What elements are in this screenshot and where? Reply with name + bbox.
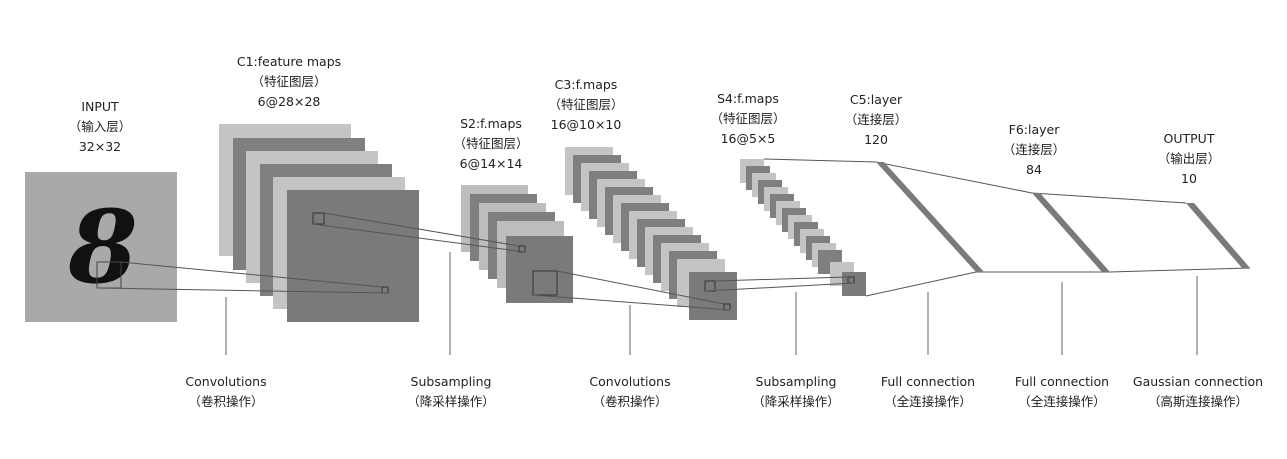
conn-line <box>714 276 849 282</box>
conn-line <box>1109 267 1251 273</box>
layer-label-f6: F6:layer （连接层） 84 <box>984 120 1084 180</box>
operation-name: Subsampling <box>755 374 837 389</box>
layer-label-c5: C5:layer （连接层） 120 <box>826 90 926 150</box>
conn-line <box>323 212 520 247</box>
conn-line <box>875 161 1033 194</box>
layer-label-output: OUTPUT （输出层） 10 <box>1139 129 1239 189</box>
input-digit: 8 <box>67 188 138 306</box>
operation-name: Subsampling <box>410 374 492 389</box>
operation-subtitle: （降采样操作） <box>752 394 840 409</box>
s2-receptive-box <box>532 270 558 296</box>
layer-subtitle: （特征图层） <box>251 74 327 89</box>
layer-size: 84 <box>1026 162 1042 177</box>
s2-map <box>506 236 573 303</box>
layer-subtitle: （输出层） <box>1157 151 1221 166</box>
s4-feature-maps-stack <box>740 159 866 296</box>
operation-subtitle: （全连接操作） <box>1018 394 1106 409</box>
s4-map <box>842 272 866 296</box>
layer-title: OUTPUT <box>1163 131 1215 146</box>
c1-map <box>287 190 419 322</box>
conn-line <box>704 282 855 292</box>
conn-line <box>865 271 977 297</box>
operation-name: Full connection <box>1014 374 1110 389</box>
operation-label-fc1: Full connection （全连接操作） <box>863 372 993 412</box>
layer-size: 10 <box>1181 171 1197 186</box>
operation-name: Convolutions <box>185 374 267 389</box>
layer-title: INPUT <box>81 99 119 114</box>
operation-subtitle: （卷积操作） <box>592 394 668 409</box>
layer-size: 6@14×14 <box>459 156 523 171</box>
f6-layer-bar <box>1032 193 1110 272</box>
fc-bars <box>876 162 1250 272</box>
operation-leaders <box>225 252 1198 355</box>
operation-subtitle: （卷积操作） <box>188 394 264 409</box>
operation-name: Full connection <box>880 374 976 389</box>
operation-subtitle: （高斯连接操作） <box>1147 394 1248 409</box>
layer-size: 16@10×10 <box>550 117 622 132</box>
input-image <box>25 172 177 322</box>
operation-name: Gaussian connection <box>1132 374 1264 389</box>
operation-label-conv1: Convolutions （卷积操作） <box>161 372 291 412</box>
operation-label-conv2: Convolutions （卷积操作） <box>565 372 695 412</box>
layer-subtitle: （特征图层） <box>453 136 529 151</box>
layer-label-input: INPUT （输入层） 32×32 <box>40 97 160 157</box>
layer-label-s2: S2:f.maps （特征图层） 6@14×14 <box>436 114 546 174</box>
layer-title: S4:f.maps <box>717 91 779 106</box>
layer-size: 120 <box>864 132 888 147</box>
connection-lines <box>96 158 1251 311</box>
operation-subtitle: （全连接操作） <box>884 394 972 409</box>
c3-feature-maps-stack <box>565 147 737 320</box>
conn-line <box>1031 192 1187 204</box>
operation-name: Convolutions <box>589 374 671 389</box>
layer-subtitle: （连接层） <box>1002 142 1066 157</box>
c3-map <box>689 272 737 320</box>
layer-title: C1:feature maps <box>236 54 342 69</box>
layer-title: C3:f.maps <box>554 77 618 92</box>
layer-label-c1: C1:feature maps （特征图层） 6@28×28 <box>219 52 359 112</box>
c1-feature-maps-stack <box>219 124 419 322</box>
layer-subtitle: （输入层） <box>68 119 132 134</box>
layer-size: 32×32 <box>78 139 122 154</box>
layer-size: 16@5×5 <box>720 131 776 146</box>
input-layer-block: 8 <box>25 172 177 322</box>
layer-subtitle: （特征图层） <box>710 111 786 126</box>
conn-line <box>120 261 383 288</box>
operation-label-sub2: Subsampling （降采样操作） <box>731 372 861 412</box>
layer-label-s4: S4:f.maps （特征图层） 16@5×5 <box>693 89 803 149</box>
c5-layer-bar <box>876 162 984 272</box>
s2-feature-maps-stack <box>461 185 573 303</box>
conn-line <box>556 270 725 305</box>
operation-subtitle: （降采样操作） <box>407 394 495 409</box>
operation-label-gaussian: Gaussian connection （高斯连接操作） <box>1123 372 1273 412</box>
layer-size: 6@28×28 <box>257 94 321 109</box>
output-layer-bar <box>1186 203 1250 268</box>
layer-title: F6:layer <box>1008 122 1060 137</box>
c1-receptive-box <box>312 212 325 225</box>
layer-subtitle: （特征图层） <box>548 97 624 112</box>
operation-label-fc2: Full connection （全连接操作） <box>997 372 1127 412</box>
conn-line <box>96 287 389 294</box>
operation-label-sub1: Subsampling （降采样操作） <box>386 372 516 412</box>
conn-line <box>532 294 731 311</box>
layer-subtitle: （连接层） <box>844 112 908 127</box>
layer-title: C5:layer <box>849 92 903 107</box>
layer-title: S2:f.maps <box>460 116 522 131</box>
conn-line <box>763 158 877 163</box>
layer-label-c3: C3:f.maps （特征图层） 16@10×10 <box>531 75 641 135</box>
conn-line <box>312 223 526 253</box>
